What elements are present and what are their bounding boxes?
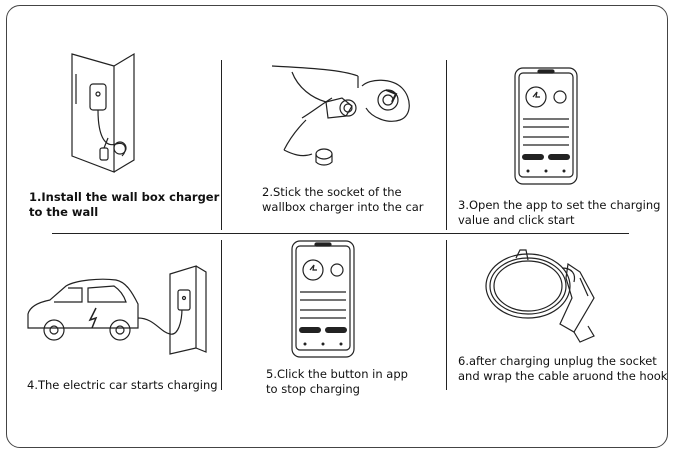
divider-horizontal [52, 233, 629, 234]
step-2-caption: 2.Stick the socket of the wallbox charge… [262, 185, 424, 214]
car-charging-illustration [27, 265, 207, 355]
wallbox-on-wall-illustration [71, 52, 135, 173]
outer-frame [6, 5, 668, 448]
coiled-cable-illustration [485, 249, 595, 343]
step-5-caption: 5.Click the button in app to stop chargi… [266, 367, 408, 396]
phone-app-stop-illustration [291, 240, 355, 358]
divider-vertical-4 [446, 240, 447, 390]
step-4-caption: 4.The electric car starts charging [27, 378, 218, 392]
divider-vertical-2 [446, 60, 447, 230]
step-1-caption: 1.Install the wall box charger to the wa… [29, 190, 220, 219]
divider-vertical-3 [221, 240, 222, 390]
plug-into-car-illustration [271, 65, 410, 166]
phone-app-start-illustration [514, 67, 578, 185]
step-3-caption: 3.Open the app to set the charging value… [458, 198, 661, 227]
step-6-caption: 6.after charging unplug the socket and w… [458, 354, 668, 383]
divider-vertical-1 [221, 60, 222, 230]
